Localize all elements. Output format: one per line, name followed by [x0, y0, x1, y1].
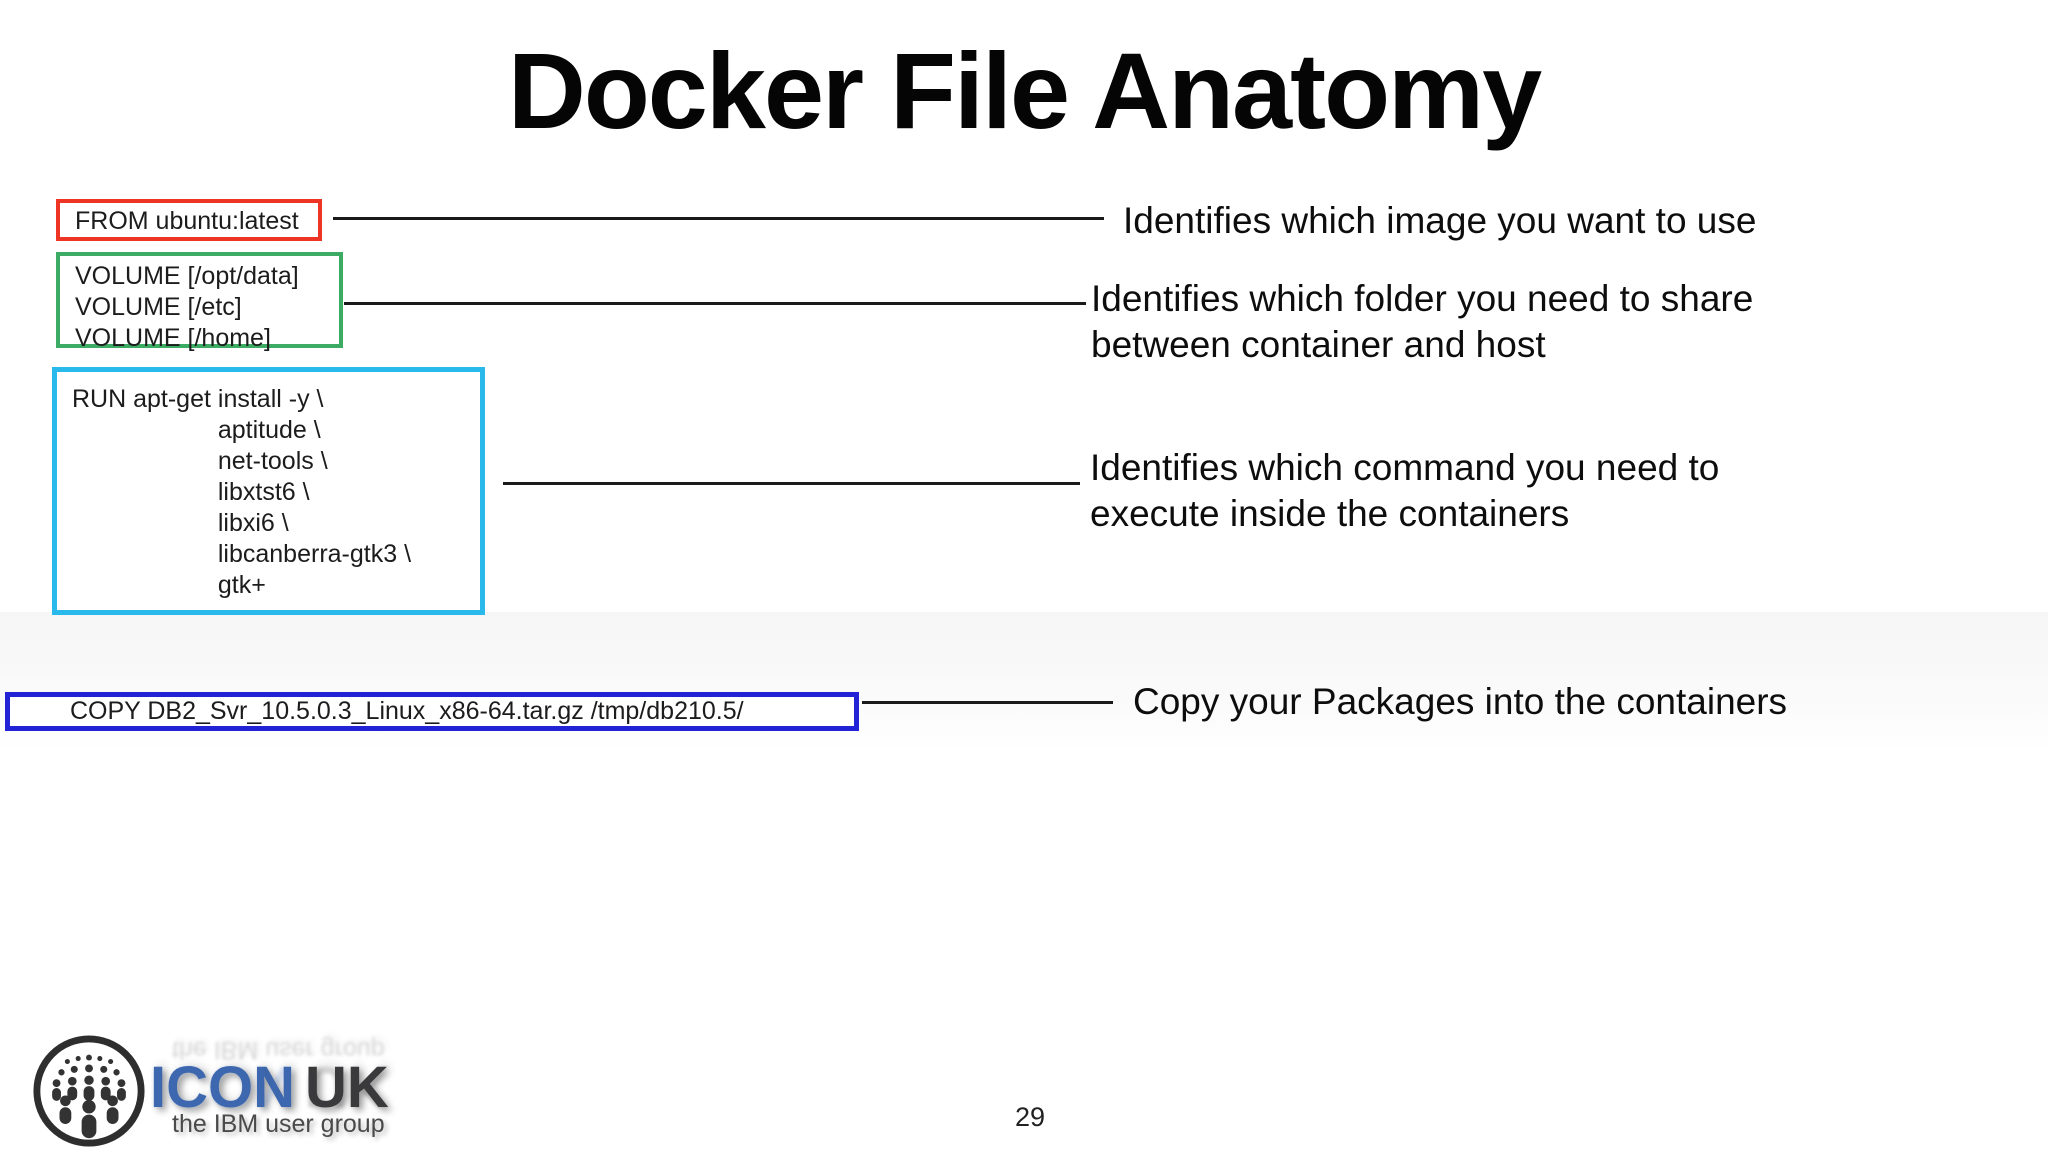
code-line: VOLUME [/opt/data]	[75, 262, 299, 290]
code-line: VOLUME [/home]	[75, 324, 271, 352]
code-box-run: RUN apt-get install -y \ aptitude \ net-…	[52, 367, 485, 615]
code-line: VOLUME [/etc]	[75, 293, 242, 321]
people-crowd-icon	[30, 1032, 148, 1150]
page-number: 29	[1014, 1102, 1046, 1132]
code-box-from: FROM ubuntu:latest	[56, 199, 322, 241]
annotation-image: Identifies which image you want to use	[1123, 200, 1757, 241]
connector-line-copy	[862, 701, 1113, 704]
code-from-text: FROM ubuntu:latest	[75, 206, 299, 235]
code-copy-text: COPY DB2_Svr_10.5.0.3_Linux_x86-64.tar.g…	[70, 697, 744, 725]
connector-line-run	[503, 482, 1080, 485]
code-box-volume: VOLUME [/opt/data] VOLUME [/etc] VOLUME [/…	[56, 252, 343, 352]
code-box-copy: COPY DB2_Svr_10.5.0.3_Linux_x86-64.tar.g…	[5, 692, 859, 731]
annotation-folder: Identifies which folder you need to shar…	[1091, 278, 1754, 365]
connector-line-from	[333, 217, 1104, 220]
connector-line-volume	[344, 302, 1086, 305]
code-line: net-tools \	[72, 447, 328, 475]
logo-tagline: the IBM user group	[172, 1110, 385, 1138]
annotation-command: Identifies which command you need to exe…	[1090, 447, 1720, 534]
code-line: libcanberra-gtk3 \	[72, 540, 412, 568]
annotation-copy: Copy your Packages into the containers	[1133, 681, 1788, 722]
logo-suffix: UK	[305, 1055, 389, 1120]
code-line: gtk+	[72, 571, 266, 599]
code-line: aptitude \	[72, 416, 321, 444]
logo-name: ICON	[150, 1055, 295, 1120]
slide-title: Docker File Anatomy	[507, 30, 1542, 151]
code-line: libxtst6 \	[72, 478, 310, 506]
code-line: RUN apt-get install -y \	[72, 385, 324, 413]
code-line: libxi6 \	[72, 509, 289, 537]
